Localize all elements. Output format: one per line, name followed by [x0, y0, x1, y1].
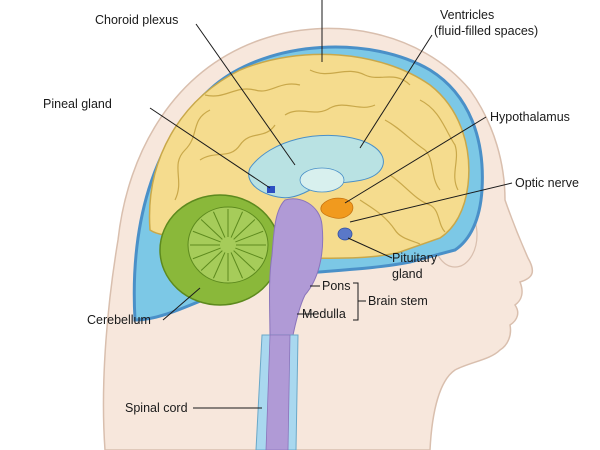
cerebrum-fold [174, 109, 211, 201]
spinal-cord-core [265, 334, 291, 450]
label-optic-nerve: Optic nerve [515, 176, 579, 190]
cerebellum-fold [233, 219, 256, 240]
leader-lines [149, 0, 513, 409]
cerebellum-fold [213, 211, 226, 238]
label-cerebellum: Cerebellum [87, 313, 151, 327]
label-pons: Pons [322, 279, 351, 293]
cerebellum-fold [233, 250, 256, 271]
cerebellum [159, 194, 281, 306]
label-pituitary: Pituitary [392, 251, 438, 265]
cerebrum-fold [284, 104, 376, 116]
cerebellum-fold [235, 247, 264, 260]
cerebrum-fold [384, 119, 441, 191]
cerebrum-fold [199, 124, 276, 161]
label-medulla: Medulla [302, 307, 346, 321]
cerebrum-fold [389, 174, 446, 233]
cerebrum-fold [359, 199, 421, 245]
pineal-gland [267, 186, 275, 193]
label-spinal-cord: Spinal cord [125, 401, 188, 415]
cerebrum-fold [309, 69, 411, 86]
label-ventricles: Ventricles [440, 8, 494, 22]
label-hypothalamus: Hypothalamus [490, 110, 570, 124]
label-pituitary-sub: gland [392, 267, 423, 281]
hypothalamus [320, 197, 354, 219]
cerebellum-fold [192, 230, 221, 243]
label-choroid-plexus: Choroid plexus [95, 13, 178, 27]
cerebellum-fold [235, 230, 264, 243]
cerebellum-fold [200, 250, 223, 271]
pituitary-gland [337, 227, 353, 241]
label-pineal-gland: Pineal gland [43, 97, 112, 111]
third-ventricle [299, 167, 345, 193]
label-ventricles-sub: (fluid-filled spaces) [434, 24, 538, 38]
cerebrum-fold [204, 83, 301, 97]
cerebellum-fold [230, 252, 243, 279]
cerebellum-fold [213, 252, 226, 279]
cerebrum-fold [419, 99, 459, 191]
ventricles [248, 134, 384, 199]
cerebellum-fold [230, 211, 243, 238]
cerebellum-fold [192, 247, 221, 260]
label-brain-stem: Brain stem [368, 294, 428, 308]
brain-stem [269, 198, 324, 341]
cerebellum-fold [200, 219, 223, 240]
cerebrum-folds [174, 69, 459, 245]
